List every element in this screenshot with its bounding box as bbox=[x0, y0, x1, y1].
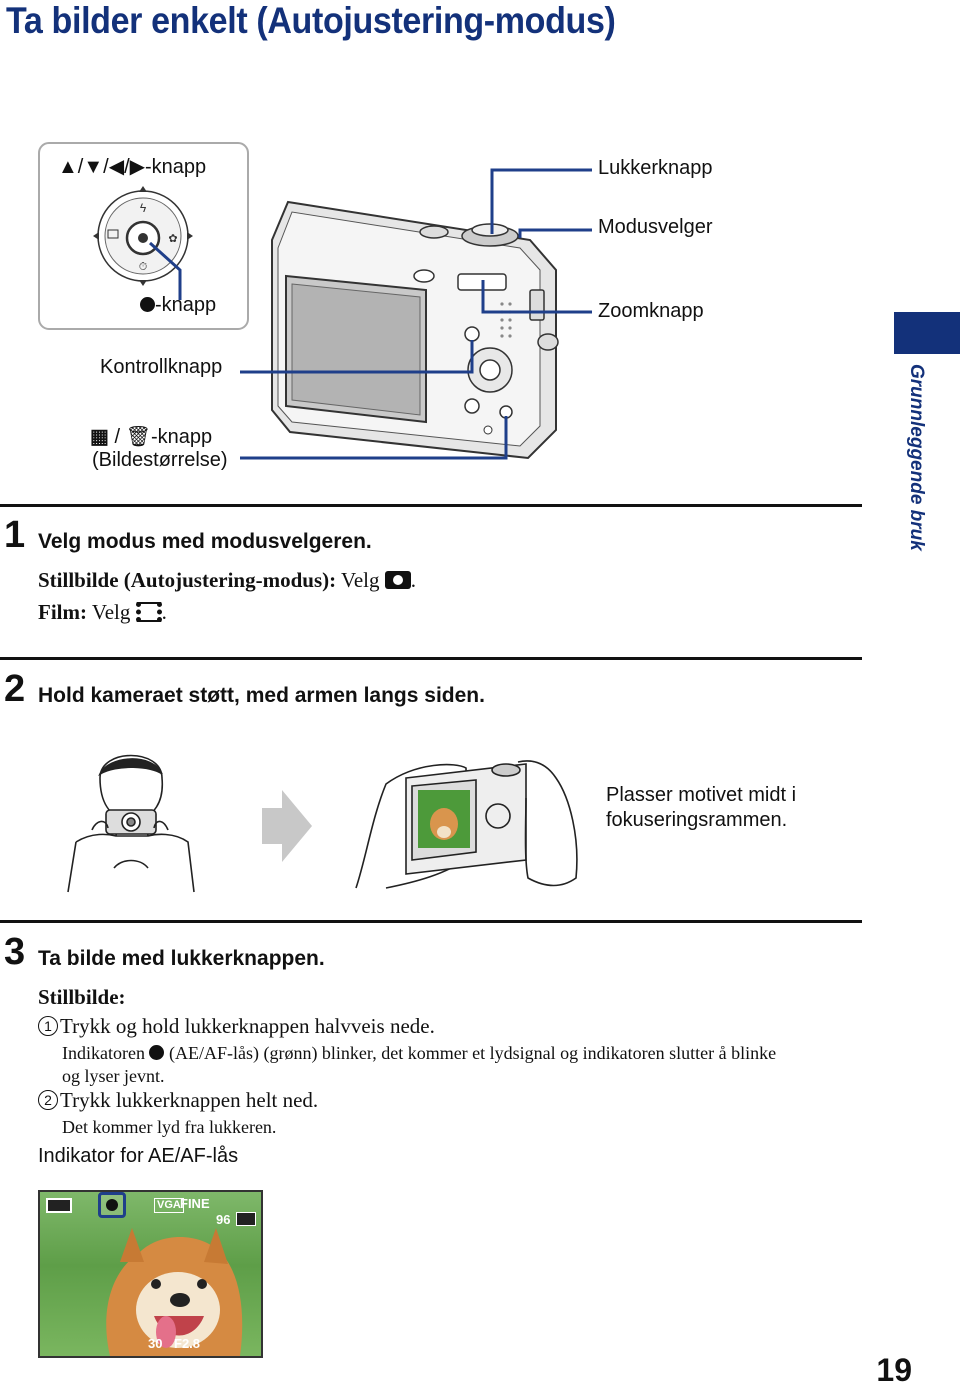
step3-rule bbox=[0, 920, 862, 923]
step1-line2-bold: Film: bbox=[38, 600, 87, 624]
step1-line2: Film: Velg . bbox=[38, 600, 167, 625]
step1-line1-rest: Velg bbox=[336, 568, 385, 592]
center-button-label: -knapp bbox=[155, 294, 217, 316]
step2-caption-line2: fokuseringsrammen. bbox=[606, 809, 788, 831]
control-button-label: Kontrollknapp bbox=[100, 356, 223, 378]
shutter-button-label: Lukkerknapp bbox=[598, 157, 713, 179]
step3-item2-note: Det kommer lyd fra lukkeren. bbox=[62, 1117, 277, 1137]
step2-rule bbox=[0, 657, 862, 660]
section-tab-label-wrap: Grunnleggende bruk bbox=[903, 364, 927, 554]
camera-mode-icon bbox=[384, 571, 411, 589]
svg-text:ϟ: ϟ bbox=[140, 201, 147, 215]
shots-remaining: 96 bbox=[216, 1212, 231, 1227]
section-tab-label: Grunnleggende bruk bbox=[906, 364, 927, 551]
camera-diagram: ϟ ⏱ ✿ bbox=[38, 142, 592, 460]
step1-number: 1 bbox=[4, 514, 26, 556]
circle-bullet-icon bbox=[149, 1045, 165, 1060]
arrow-button-label: ▲/▼/◀/▶-knapp bbox=[58, 156, 207, 178]
step1-rule bbox=[0, 504, 862, 507]
section-tab bbox=[894, 312, 960, 354]
step3-heading: Ta bilde med lukkerknappen. bbox=[38, 947, 325, 970]
step1-heading: Velg modus med modusvelgeren. bbox=[38, 530, 372, 553]
step3-item1-num: 1 bbox=[38, 1016, 58, 1036]
step1-line1-end: . bbox=[410, 568, 416, 592]
step1-line2-rest: Velg bbox=[86, 600, 136, 624]
camera-body bbox=[271, 200, 559, 460]
holding-camera-illustration bbox=[67, 754, 578, 893]
circle-bullet-icon bbox=[140, 297, 155, 312]
ae-af-lock-indicator-icon bbox=[106, 1199, 118, 1211]
step1-line1-bold: Stillbilde (Autojustering-modus): bbox=[38, 568, 337, 592]
step3-item1-text: Trykk og hold lukkerknappen halvveis ned… bbox=[60, 1014, 435, 1038]
person-holding-camera-icon bbox=[67, 754, 195, 893]
battery-icon bbox=[46, 1198, 72, 1213]
image-size-sub-label: (Bildestørrelse) bbox=[92, 449, 228, 471]
aperture-value: F2.8 bbox=[174, 1336, 201, 1351]
image-size-label-wrap: ▦ / 🗑-knapp bbox=[90, 426, 213, 448]
image-size-indicator: VGA bbox=[154, 1198, 184, 1213]
page-title: Ta bilder enkelt (Autojustering-modus) bbox=[6, 0, 616, 41]
dog-photo bbox=[106, 1228, 243, 1356]
control-wheel-icon: ϟ ⏱ ✿ bbox=[93, 186, 193, 300]
step3-number: 3 bbox=[4, 931, 26, 973]
step1-line2-end: . bbox=[161, 600, 167, 624]
page-number: 19 bbox=[876, 1352, 912, 1388]
step3-still-label: Stillbilde: bbox=[38, 985, 126, 1009]
lcd-preview: VGA FINE 96 30 F2.8 bbox=[38, 1190, 263, 1358]
svg-text:⏱: ⏱ bbox=[139, 261, 148, 273]
step1-line1: Stillbilde (Autojustering-modus): Velg . bbox=[38, 568, 416, 593]
svg-text:✿: ✿ bbox=[168, 233, 177, 245]
step3-item1-note-c: og lyser jevnt. bbox=[62, 1066, 165, 1086]
step3-item2-text: Trykk lukkerknappen helt ned. bbox=[60, 1088, 319, 1112]
mode-dial-label: Modusvelger bbox=[598, 216, 713, 238]
step3-item1-note-b: (AE/AF-lås) (grønn) blinker, det kommer … bbox=[164, 1043, 777, 1063]
right-arrow-icon bbox=[262, 790, 312, 862]
step3-item1-note: Indikatoren (AE/AF-lås) (grønn) blinker,… bbox=[62, 1043, 776, 1064]
image-size-icon: ▦ bbox=[90, 426, 109, 448]
indicator-label: Indikator for AE/AF-lås bbox=[38, 1145, 239, 1167]
image-size-button-label: -knapp bbox=[150, 426, 213, 448]
trash-icon: 🗑 bbox=[125, 426, 151, 448]
movie-mode-icon bbox=[135, 602, 162, 622]
memory-icon bbox=[236, 1212, 256, 1226]
shutter-speed: 30 bbox=[148, 1336, 163, 1351]
shutter-button-icon bbox=[471, 223, 509, 237]
step3-item1-note-a: Indikatoren bbox=[62, 1043, 150, 1063]
step2-heading: Hold kameraet støtt, med armen langs sid… bbox=[38, 684, 485, 707]
step2-number: 2 bbox=[4, 668, 26, 710]
step3-item2-num: 2 bbox=[38, 1090, 58, 1110]
center-button-label-wrap: -knapp bbox=[140, 294, 216, 317]
step2-caption-line1: Plasser motivet midt i bbox=[606, 784, 797, 806]
quality-indicator: FINE bbox=[180, 1196, 210, 1211]
leader-lines bbox=[240, 168, 592, 460]
zoom-button-label: Zoomknapp bbox=[598, 300, 704, 322]
